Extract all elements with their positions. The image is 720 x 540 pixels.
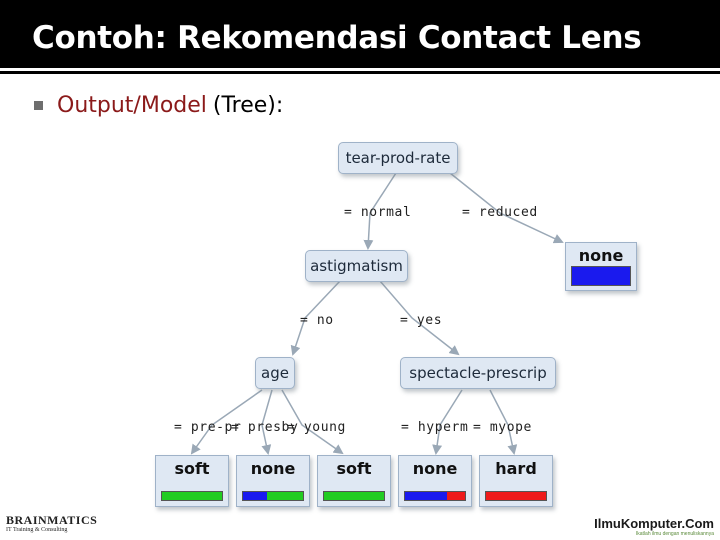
class-distribution-bar (242, 491, 304, 501)
leaf-node: hard (479, 455, 553, 507)
leaf-label: none (412, 459, 458, 478)
leaf-node: none (565, 242, 637, 291)
leaf-node: none (398, 455, 472, 507)
bar-segment-hard (486, 492, 546, 500)
edge-label-pre-pr: = pre-pr (174, 420, 242, 435)
edge-prepr (190, 389, 263, 455)
ilmukomputer-logo-tagline: Ikatlah ilmu dengan menuliskannya (635, 531, 714, 537)
bar-segment-none (243, 492, 267, 500)
edge-yes (379, 280, 460, 356)
class-distribution-bar (161, 491, 223, 501)
node-tear-prod-rate: tear-prod-rate (338, 142, 458, 174)
edge-label-presby: = presby (231, 420, 299, 435)
node-astigmatism: astigmatism (305, 250, 408, 282)
brainmatics-logo-text: BRAINMATICS (6, 513, 98, 527)
edge-presby (261, 389, 273, 455)
class-distribution-bar (404, 491, 466, 501)
brainmatics-logo: BRAINMATICS IT Training & Consulting (6, 513, 98, 536)
edge-label-yes: = yes (400, 313, 443, 328)
edge-label-normal: = normal (344, 205, 412, 220)
edge-label-no: = no (300, 313, 334, 328)
edge-label-reduced: = reduced (462, 205, 538, 220)
bullet-item: Output/Model (Tree): (34, 90, 283, 120)
bar-segment-hard (447, 492, 465, 500)
class-distribution-bar (323, 491, 385, 501)
node-spectacle-prescrip: spectacle-prescrip (400, 357, 556, 389)
brainmatics-logo-tagline: IT Training & Consulting (6, 527, 68, 533)
edge-hyperm (432, 389, 463, 455)
bar-segment-none (405, 492, 447, 500)
edge-normal (363, 172, 397, 250)
bullet-plain-text: (Tree): (212, 92, 284, 118)
leaf-node: none (236, 455, 310, 507)
class-distribution-bar (571, 266, 631, 286)
bullet-highlight-text: Output/Model (57, 92, 207, 118)
edge-young (281, 389, 344, 455)
edge-reduced (449, 172, 564, 244)
edge-label-young: = young (287, 420, 346, 435)
bar-segment-soft (267, 492, 303, 500)
leaf-label: none (250, 459, 296, 478)
slide-title: Contoh: Rekomendasi Contact Lens (32, 20, 642, 56)
leaf-label: hard (495, 459, 537, 478)
bar-segment-none (572, 267, 630, 285)
edge-label-myope: = myope (473, 420, 532, 435)
edge-myope (489, 389, 518, 455)
square-bullet-icon (34, 100, 43, 110)
ilmukomputer-logo: IlmuKomputer.Com Ikatlah ilmu dengan men… (594, 517, 714, 538)
title-bar: Contoh: Rekomendasi Contact Lens (0, 0, 720, 71)
leaf-label: none (578, 246, 624, 265)
node-age: age (255, 357, 295, 389)
class-distribution-bar (485, 491, 547, 501)
edge-no (290, 280, 341, 356)
leaf-node: soft (155, 455, 229, 507)
leaf-label: soft (336, 459, 372, 478)
leaf-label: soft (174, 459, 210, 478)
edge-label-hyperm: = hyperm (401, 420, 469, 435)
ilmukomputer-logo-text: IlmuKomputer.Com (594, 516, 714, 531)
leaf-node: soft (317, 455, 391, 507)
bar-segment-soft (324, 492, 384, 500)
bar-segment-soft (162, 492, 222, 500)
